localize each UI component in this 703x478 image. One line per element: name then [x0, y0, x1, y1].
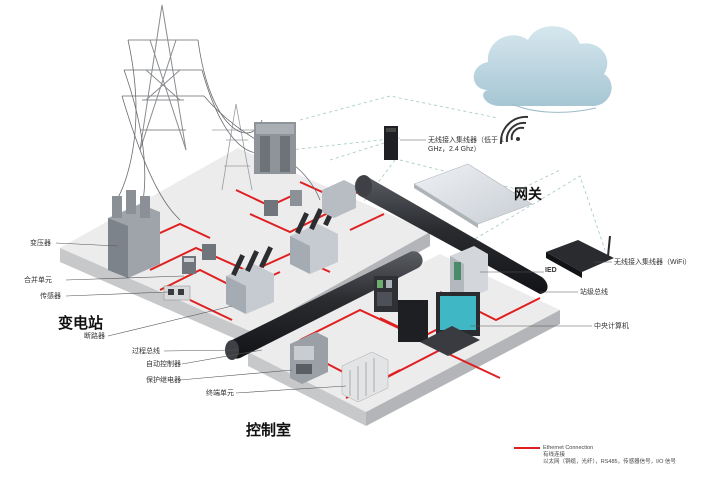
label-process-bus: 过程总线 — [132, 348, 160, 355]
label-central-computer: 中央计算机 — [594, 323, 629, 330]
label-breaker: 断路器 — [84, 333, 105, 340]
legend-text-3: 以太网（铜缆，光纤），RS485，传感器信号，I/O 信号 — [543, 459, 676, 465]
transformer-icon — [108, 190, 160, 278]
legend-line-1: Ethernet Connection — [514, 445, 676, 452]
terminal-unit-icon — [341, 351, 389, 403]
breaker-icon — [226, 246, 274, 314]
label-merging-unit: 合并单元 — [24, 277, 52, 284]
label-auto-controller: 自动控制器 — [146, 361, 181, 368]
auto-controller-icon — [374, 276, 398, 312]
sensor-icon — [202, 200, 278, 260]
label-ied: IED — [545, 267, 557, 274]
label-leaders — [55, 139, 612, 394]
cloud-icon — [473, 26, 612, 113]
label-protection-relay: 保护继电器 — [146, 377, 181, 384]
breaker-icon — [290, 204, 338, 274]
label-wireless-hub-wifi: 无线接入集线器（WiFi） — [614, 259, 691, 266]
label-sensor: 传感器 — [40, 293, 61, 300]
substation-title: 变电站 — [58, 315, 104, 332]
legend: Ethernet Connection 有线连接 以太网（铜缆，光纤），RS48… — [514, 445, 676, 466]
sensor-icon — [163, 285, 191, 301]
ied-icon — [450, 246, 488, 300]
wireless-hub-icon — [384, 126, 398, 160]
legend-text-2: 有线连接 — [543, 452, 566, 458]
label-transformer: 变压器 — [30, 240, 51, 247]
merging-unit-icon — [182, 256, 196, 274]
transmission-tower-icon — [212, 103, 262, 191]
label-station-bus: 站级总线 — [580, 289, 608, 296]
label-terminal-unit: 终端单元 — [206, 390, 234, 397]
legend-swatch — [514, 446, 540, 449]
transmission-tower-icon — [122, 4, 204, 151]
gateway-title: 网关 — [514, 186, 542, 202]
gateway-panel — [413, 163, 533, 228]
legend-text-1: Ethernet Connection — [543, 445, 594, 451]
wifi-icon — [499, 115, 529, 145]
label-wireless-hub-low: 无线接入集线器（低于 1 GHz，2.4 Ghz） — [428, 137, 504, 153]
protection-relay-icon — [290, 332, 328, 384]
wifi-router-icon — [546, 235, 614, 278]
breaker-icon — [290, 180, 356, 218]
gantry-icon — [254, 122, 296, 174]
central-computer-icon — [398, 292, 480, 356]
control-room-title: 控制室 — [246, 422, 292, 439]
station-bus-pipe — [354, 175, 548, 294]
